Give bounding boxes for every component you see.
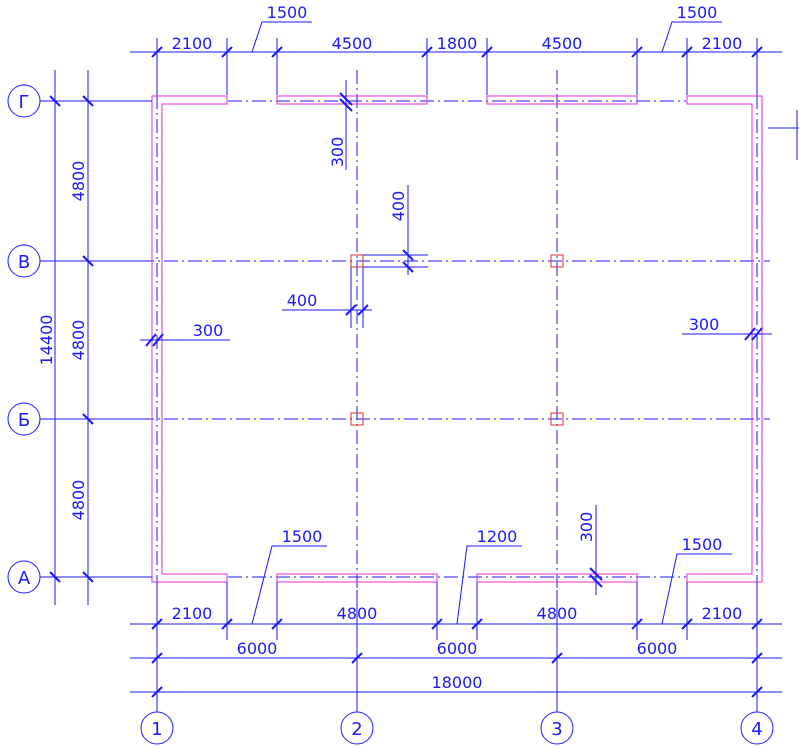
axis-bubble-1 [140,711,174,745]
axis-bubble-2 [340,711,374,745]
top-dim-5: 2100 [702,34,743,53]
left-total: 14400 [37,315,56,366]
column-2-B [350,412,364,426]
left-wall-thickness: 300 [193,321,224,340]
column-3-B [550,412,564,426]
left-bay-2: 4800 [69,320,88,361]
column-size-horizontal: 400 [287,291,318,310]
axis-label-B: Б [18,410,30,431]
top-dim-1: 2100 [172,34,213,53]
left-bay-1: 4800 [69,161,88,202]
columns [350,254,564,426]
wall-top-2 [276,95,428,105]
axis-bubbles: 1 2 3 4 А Б В Г [7,84,774,745]
axis-bubble-A [7,560,41,594]
bottom-dim-1: 2100 [172,604,213,623]
axis-label-A: А [18,568,31,589]
top-opening-2: 1500 [677,3,718,22]
axis-bubble-3 [540,711,574,745]
axis-bubble-B [7,402,41,436]
wall-top-left [151,95,228,583]
bottom-bay-1: 6000 [237,639,278,658]
top-opening-1: 1500 [267,3,308,22]
axis-bubble-G [7,84,41,118]
column-3-V [550,254,564,268]
bottom-total: 18000 [432,673,483,692]
bottom-opening-1: 1500 [282,527,323,546]
axis-bubble-V [7,244,41,278]
top-dim-2: 4500 [332,34,373,53]
bottom-dim-4: 2100 [702,604,743,623]
top-dim-4: 4500 [542,34,583,53]
axis-label-V: В [18,252,30,273]
left-dimension-chains: 4800 4800 4800 14400 [37,70,152,605]
right-wall-thickness: 300 [689,315,720,334]
top-dimension-chain: 2100 4500 1800 4500 2100 1500 1500 [130,3,782,95]
top-wall-thickness: 300 [328,137,347,168]
grid-axes [140,70,770,590]
wall-right [686,95,763,583]
axis-label-3: 3 [551,719,562,740]
axis-label-G: Г [19,92,30,113]
bottom-opening-2: 1200 [477,527,518,546]
bottom-bay-2: 6000 [437,639,478,658]
detail-dimensions: 300 400 400 300 300 300 [140,80,799,595]
column-2-V [350,254,364,268]
axis-bubble-4 [740,711,774,745]
bottom-bay-3: 6000 [637,639,678,658]
axis-label-1: 1 [151,719,162,740]
wall-bottom-2 [276,573,438,583]
top-dim-3: 1800 [437,34,478,53]
axis-label-4: 4 [751,719,762,740]
axis-label-2: 2 [351,719,362,740]
wall-top-3 [486,95,638,105]
walls [151,95,763,583]
column-size-vertical: 400 [389,191,408,222]
wall-bottom-3 [476,573,638,583]
left-bay-3: 4800 [69,480,88,521]
bottom-wall-thickness: 300 [577,512,596,543]
bottom-dimension-chains: 2100 4800 4800 2100 1500 1200 1500 6000 … [130,527,782,710]
bottom-opening-3: 1500 [682,535,723,554]
